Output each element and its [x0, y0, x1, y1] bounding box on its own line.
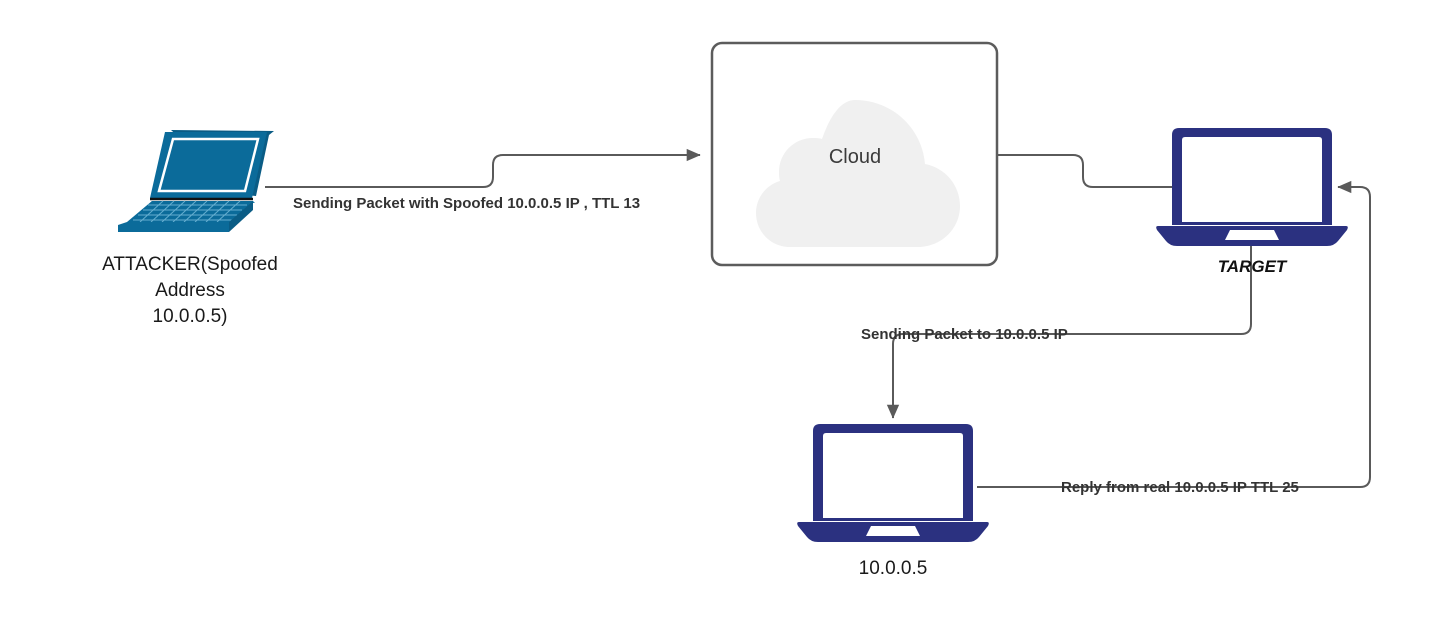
node-cloud[interactable]: Cloud	[710, 41, 999, 267]
laptop-front-icon	[797, 424, 989, 542]
node-victim-label: 10.0.0.5	[859, 558, 928, 579]
edge-victim-to-target-label: Reply from real 10.0.0.5 IP TTL 25	[1061, 479, 1299, 496]
node-cloud-label: Cloud	[829, 146, 881, 168]
edge-target-to-victim-line	[886, 243, 1252, 419]
node-attacker[interactable]: ATTACKER(Spoofed Address 10.0.0.5)	[102, 130, 278, 327]
edge-cloud-to-target-line	[997, 154, 1172, 188]
node-target-label: TARGET	[1218, 257, 1288, 276]
node-target[interactable]: TARGET	[1156, 128, 1348, 276]
edge-target-to-victim: Sending Packet to 10.0.0.5 IP	[861, 243, 1252, 419]
edge-target-to-victim-label: Sending Packet to 10.0.0.5 IP	[861, 326, 1068, 343]
laptop-isometric-icon	[118, 130, 274, 232]
edge-attacker-to-cloud: Sending Packet with Spoofed 10.0.0.5 IP …	[265, 148, 701, 212]
cloud-icon	[756, 100, 960, 247]
edge-victim-to-target-line	[977, 180, 1371, 488]
edge-attacker-to-cloud-label: Sending Packet with Spoofed 10.0.0.5 IP …	[293, 195, 640, 212]
node-attacker-label-line3: 10.0.0.5)	[153, 306, 228, 327]
laptop-front-icon	[1156, 128, 1348, 246]
edge-victim-to-target: Reply from real 10.0.0.5 IP TTL 25	[977, 180, 1371, 496]
node-attacker-label-line2: Address	[155, 280, 225, 301]
edge-attacker-to-cloud-line	[265, 148, 701, 188]
edge-cloud-to-target	[997, 154, 1172, 188]
node-victim[interactable]: 10.0.0.5	[797, 424, 989, 579]
node-attacker-label-line1: ATTACKER(Spoofed	[102, 254, 278, 275]
